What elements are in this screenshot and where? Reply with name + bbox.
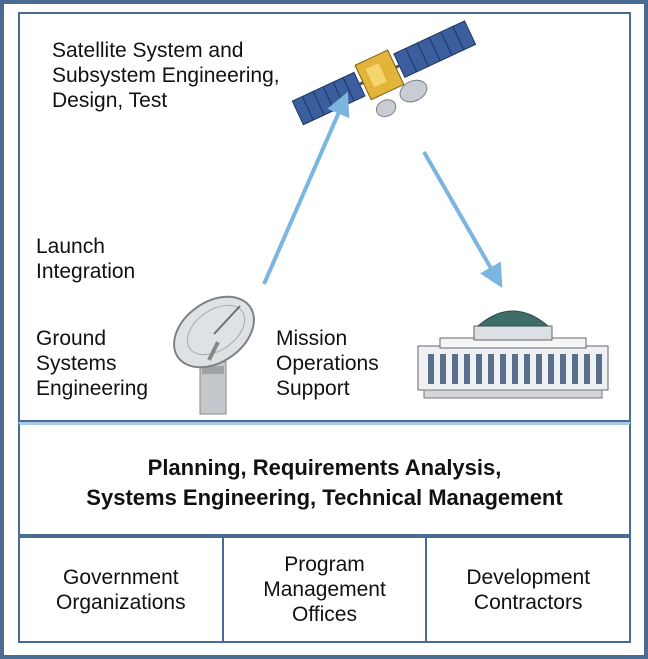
planning-line-2: Systems Engineering, Technical Managemen… (86, 485, 563, 510)
middle-panel: Planning, Requirements Analysis, Systems… (18, 422, 631, 536)
arrow-satellite-to-operations (422, 151, 503, 289)
government-organizations-cell: Government Organizations (18, 536, 224, 643)
ground-systems-label: Ground Systems Engineering (36, 327, 149, 400)
planning-line-1: Planning, Requirements Analysis, (147, 455, 502, 480)
mission-operations-label: Mission Operations Support (276, 327, 379, 400)
diagram-frame: Satellite System and Subsystem Engineeri… (4, 4, 644, 655)
satellite-engineering-label: Satellite System and Subsystem Engineeri… (52, 39, 280, 112)
development-contractors-cell: Development Contractors (427, 536, 632, 643)
top-illustration (173, 20, 609, 415)
bottom-row: Government Organizations Program Managem… (18, 536, 632, 643)
satellite-icon (291, 20, 477, 126)
radar-dish-icon (173, 295, 255, 415)
arrow-ground-to-satellite (262, 91, 350, 285)
government-building-icon (417, 310, 609, 399)
program-management-offices-cell: Program Management Offices (223, 536, 428, 643)
launch-integration-label: Launch Integration (36, 235, 136, 283)
